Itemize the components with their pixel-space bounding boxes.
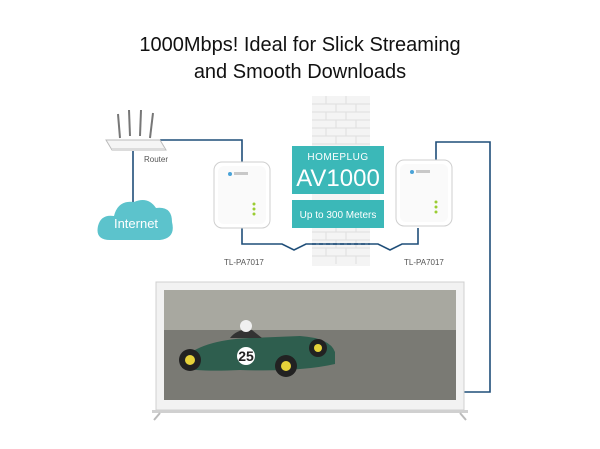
headline-line-2: and Smooth Downloads bbox=[193, 61, 407, 83]
tv-car-number: 25 bbox=[238, 348, 254, 364]
powerline-adapter-left bbox=[213, 161, 271, 229]
television-icon bbox=[152, 281, 468, 421]
adapter-right-model: TL-PA7017 bbox=[404, 258, 444, 267]
powerline-adapter-right bbox=[395, 159, 453, 227]
homeplug-standard: HOMEPLUG bbox=[307, 152, 368, 163]
homeplug-speed: AV1000 bbox=[296, 165, 380, 192]
headline-line-1: 1000Mbps! Ideal for Slick Streaming bbox=[139, 34, 461, 56]
router-icon bbox=[105, 109, 167, 151]
headline: 1000Mbps! Ideal for Slick Streaming and … bbox=[0, 32, 600, 86]
homeplug-range: Up to 300 Meters bbox=[300, 210, 377, 221]
router-label: Router bbox=[144, 155, 168, 164]
adapter-to-tv-cable bbox=[435, 141, 491, 393]
internet-cloud-icon bbox=[97, 200, 173, 240]
adapter-left-model: TL-PA7017 bbox=[224, 258, 264, 267]
homeplug-badge bbox=[292, 146, 384, 228]
internet-label: Internet bbox=[114, 216, 158, 231]
router-to-adapter-cable bbox=[160, 139, 243, 162]
